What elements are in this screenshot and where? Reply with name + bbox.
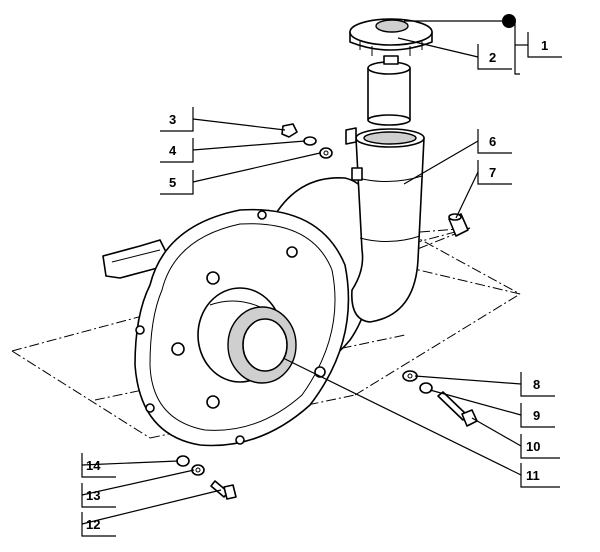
cylinder-insert xyxy=(367,61,411,126)
reference-dot-icon xyxy=(502,14,516,28)
callout-10-label: 10 xyxy=(526,439,540,454)
callout-2-label: 2 xyxy=(489,50,496,65)
callout-9-label: 9 xyxy=(533,408,540,423)
callout-14-label: 14 xyxy=(86,458,101,473)
callout-4-label: 4 xyxy=(169,143,177,158)
callout-8-label: 8 xyxy=(533,377,540,392)
callout-5-label: 5 xyxy=(169,175,176,190)
callout-12-label: 12 xyxy=(86,517,100,532)
callout-9: 9 xyxy=(520,403,555,428)
callout-13-label: 13 xyxy=(86,488,100,503)
callout-3: 3 xyxy=(160,107,194,132)
callout-6-label: 6 xyxy=(489,134,496,149)
callout-11-label: 11 xyxy=(526,468,540,483)
callout-3-label: 3 xyxy=(169,112,176,127)
callout-8: 8 xyxy=(520,372,555,397)
pump-housing xyxy=(102,177,374,447)
filler-cap xyxy=(349,18,433,65)
callout-4: 4 xyxy=(160,138,194,163)
elbow-pipe xyxy=(345,127,425,323)
callout-7-label: 7 xyxy=(489,165,496,180)
callout-1: 1 xyxy=(527,32,562,58)
callout-2: 2 xyxy=(477,44,512,70)
callout-10: 10 xyxy=(520,434,560,459)
callout-14: 14 xyxy=(81,453,116,478)
callout-7: 7 xyxy=(477,160,512,185)
leader-lines xyxy=(81,14,528,525)
callout-1-label: 1 xyxy=(541,38,548,53)
callout-5: 5 xyxy=(160,170,194,195)
callout-6: 6 xyxy=(477,129,512,154)
callout-12: 12 xyxy=(81,512,116,537)
callout-11: 11 xyxy=(520,463,560,488)
callout-13: 13 xyxy=(81,483,116,508)
